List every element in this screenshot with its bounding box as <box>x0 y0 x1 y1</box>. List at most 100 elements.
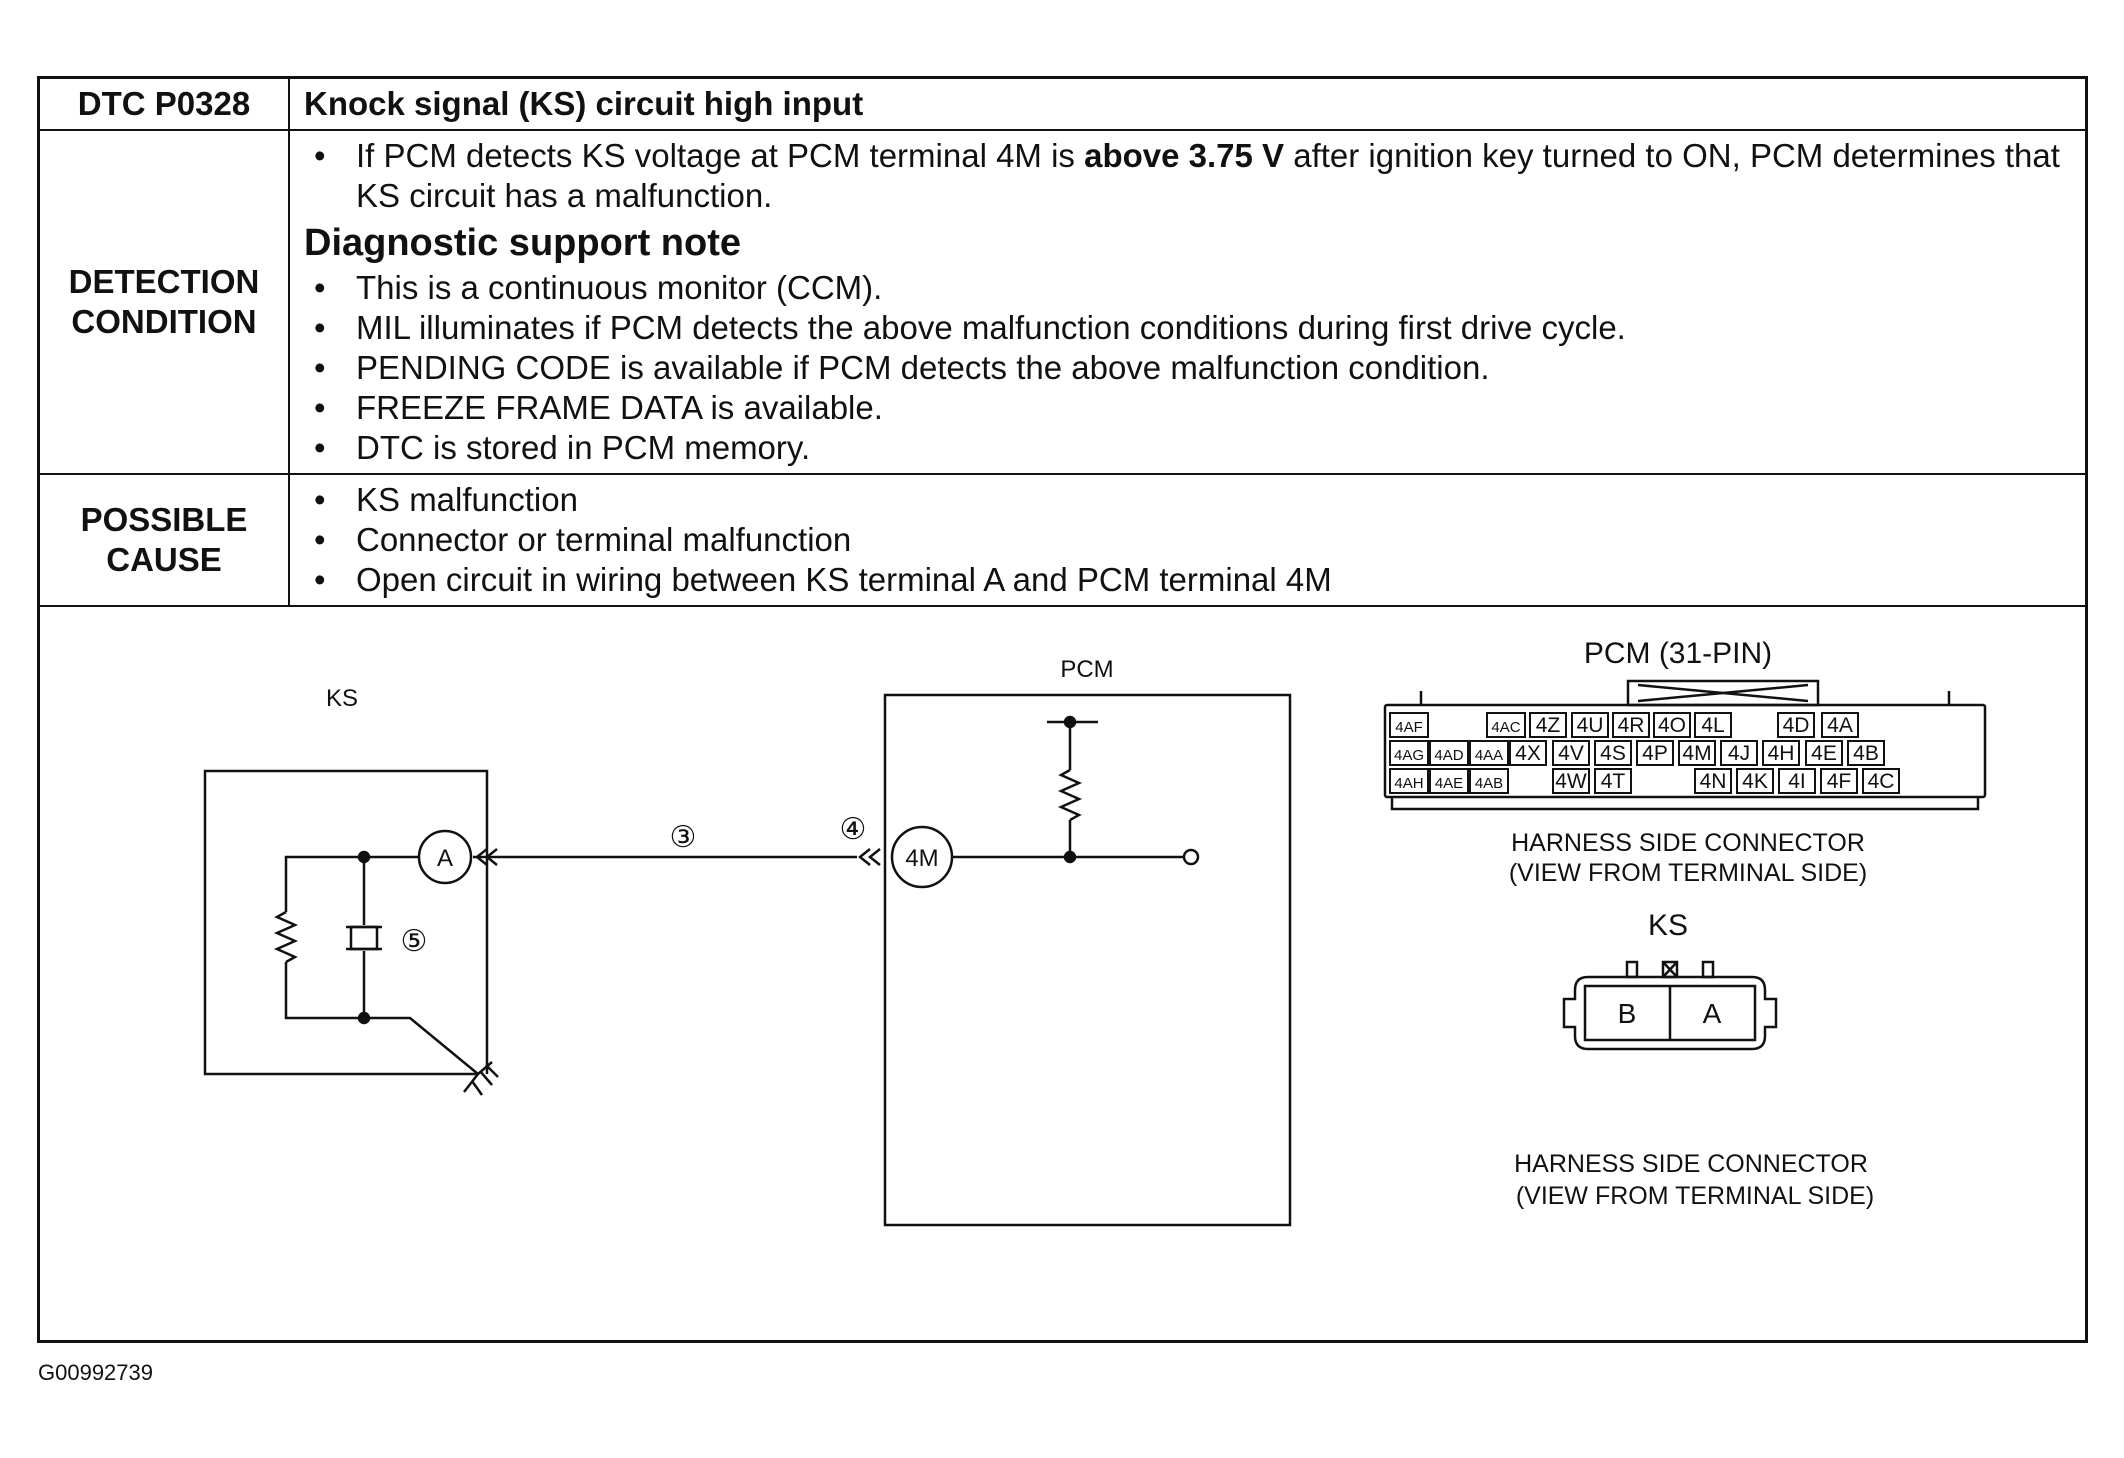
pcm-terminal-4m: 4M <box>905 845 938 872</box>
pcm-pin-label: 4H <box>1768 742 1795 765</box>
figure-id: G00992739 <box>38 1360 153 1385</box>
pcm-internal-terminal <box>1182 848 1200 866</box>
pcm-pin-cell <box>1429 768 1469 794</box>
ks-block-label: KS <box>326 685 358 712</box>
pcm-block-outline <box>883 693 1292 1227</box>
pcm-pin-label: 4AG <box>1394 747 1424 764</box>
cause-item: Connector or terminal malfunction <box>304 520 2084 560</box>
ks-wire-bottom <box>284 962 364 1020</box>
support-note: FREEZE FRAME DATA is available. <box>304 388 2084 428</box>
support-note: PENDING CODE is available if PCM detects… <box>304 348 2084 388</box>
pcm-pin-cell <box>1552 768 1590 794</box>
pcm-pin-label: 4AC <box>1491 719 1520 736</box>
pcm-connector-caption-1: HARNESS SIDE CONNECTOR <box>1511 829 1865 857</box>
pcm-connector-shell <box>1383 679 1987 811</box>
ks-connector-shell <box>1562 960 1778 1051</box>
support-note: MIL illuminates if PCM detects the above… <box>304 308 2084 348</box>
pcm-pin-cell <box>1552 740 1590 766</box>
pcm-pin-label: 4W <box>1555 770 1587 793</box>
pcm-pullup-resistor <box>1057 768 1083 822</box>
pcm-pin-cell <box>1529 712 1567 738</box>
pcm-pin-cell <box>1594 740 1632 766</box>
pcm-pin-cell <box>1571 712 1609 738</box>
pcm-pin-cell <box>1736 768 1774 794</box>
pcm-pin-label: 4B <box>1853 742 1879 765</box>
pcm-pin-cell <box>1389 712 1429 738</box>
pcm-pin-label: 4U <box>1577 714 1604 737</box>
pcm-pin-cell <box>1778 768 1816 794</box>
pcm-pin-cell <box>1469 768 1509 794</box>
pcm-pin-label: 4AH <box>1394 775 1423 792</box>
pcm-pin-cell <box>1486 712 1526 738</box>
dtc-sheet: DTC P0328 Knock signal (KS) circuit high… <box>37 76 2088 1343</box>
connector-arrow-pcm-2 <box>867 848 881 866</box>
pcm-pin-label: 4P <box>1642 742 1668 765</box>
detection-label: DETECTION CONDITION <box>40 130 290 475</box>
pcm-pin-label: 4J <box>1728 742 1750 765</box>
pcm-pin-cell <box>1389 768 1429 794</box>
pcm-pin-cell <box>1762 740 1800 766</box>
support-note-heading: Diagnostic support note <box>304 222 741 264</box>
ks-junction-top <box>357 850 371 864</box>
possible-cause-label: POSSIBLE CAUSE <box>40 474 290 607</box>
header-row: DTC P0328 Knock signal (KS) circuit high… <box>40 79 2085 131</box>
cause-label-line1: POSSIBLE <box>80 501 248 538</box>
pcm-pin-label: 4N <box>1700 770 1727 793</box>
pcm-pin-label: 4X <box>1515 742 1541 765</box>
ks-connector-caption-1: HARNESS SIDE CONNECTOR <box>1514 1150 1868 1178</box>
ks-connector-title: KS <box>1648 909 1688 942</box>
callout-4: ④ <box>840 813 867 846</box>
ks-pin-a: A <box>1703 998 1722 1029</box>
pcm-pin-cell <box>1777 712 1815 738</box>
pcm-pin-cell <box>1862 768 1900 794</box>
possible-cause-row: POSSIBLE CAUSE KS malfunction Connector … <box>40 474 2085 607</box>
pcm-pin-cell <box>1720 740 1758 766</box>
pcm-block-label: PCM <box>1060 656 1113 683</box>
pcm-pin-cell <box>1594 768 1632 794</box>
pcm-pin-cell <box>1509 740 1547 766</box>
pcm-pin-cell <box>1612 712 1650 738</box>
support-note: DTC is stored in PCM memory. <box>304 428 2084 468</box>
detection-label-line2: CONDITION <box>71 303 257 340</box>
pcm-pin-label: 4S <box>1600 742 1626 765</box>
pcm-pin-label: 4O <box>1658 714 1686 737</box>
callout-3: ③ <box>670 821 697 854</box>
cause-item: KS malfunction <box>304 480 2084 520</box>
pcm-pin-cell <box>1694 712 1732 738</box>
pcm-pin-label: 4AA <box>1475 747 1503 764</box>
dtc-table: DTC P0328 Knock signal (KS) circuit high… <box>40 79 2085 607</box>
connector-arrow-ks <box>474 848 488 866</box>
detection-content: If PCM detects KS voltage at PCM termina… <box>289 130 2085 475</box>
pcm-pin-label: 4AB <box>1475 775 1503 792</box>
ks-resistor <box>273 910 299 964</box>
connector-arrow-pcm <box>857 848 871 866</box>
pcm-pin-cell <box>1636 740 1674 766</box>
ks-connector-caption-2: (VIEW FROM TERMINAL SIDE) <box>1516 1182 1874 1210</box>
pcm-pin-cell <box>1653 712 1691 738</box>
pcm-pin-label: 4I <box>1788 770 1806 793</box>
pcm-pin-cell <box>1429 740 1469 766</box>
dtc-code: DTC P0328 <box>40 79 290 131</box>
detection-bullet: If PCM detects KS voltage at PCM termina… <box>304 136 2084 216</box>
pcm-pin-cell <box>1847 740 1885 766</box>
pcm-pin-cell <box>1469 740 1509 766</box>
detection-row: DETECTION CONDITION If PCM detects KS vo… <box>40 130 2085 475</box>
pcm-pin-label: 4AF <box>1395 719 1423 736</box>
pcm-pin-label: 4AD <box>1434 747 1463 764</box>
ground-symbol <box>463 1061 499 1096</box>
pcm-pin-cell <box>1820 768 1858 794</box>
ks-pin-b: B <box>1618 998 1637 1029</box>
pcm-connector-caption-2: (VIEW FROM TERMINAL SIDE) <box>1509 859 1867 887</box>
cause-item: Open circuit in wiring between KS termin… <box>304 560 2084 600</box>
ks-block-outline <box>203 769 489 1076</box>
possible-cause-content: KS malfunction Connector or terminal mal… <box>289 474 2085 607</box>
detection-label-line1: DETECTION <box>68 263 260 300</box>
pcm-pin-cell <box>1821 712 1859 738</box>
pcm-connector-title: PCM (31-PIN) <box>1584 637 1772 670</box>
circuit-diagram: KS A ⑤ ③ ④ PCM <box>203 637 1987 1227</box>
ks-piezo-element <box>349 925 379 951</box>
support-note-list: This is a continuous monitor (CCM). MIL … <box>304 268 2084 468</box>
pcm-pin-label: 4F <box>1827 770 1852 793</box>
pcm-pin-cell <box>1389 740 1429 766</box>
